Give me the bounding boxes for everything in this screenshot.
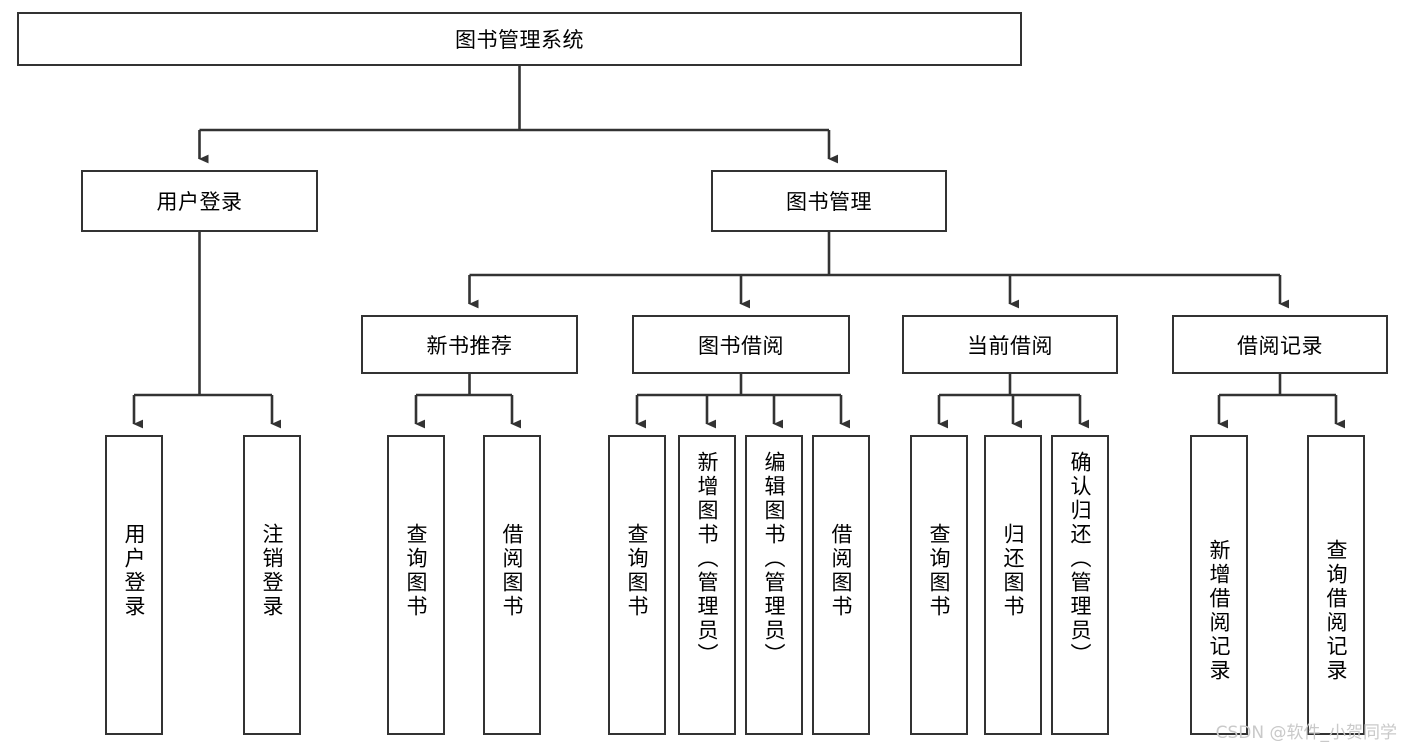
node-leaf-query-book-2[interactable]: 查询图书 <box>608 435 666 735</box>
node-label-leaf-add-record: 新增借阅记录 <box>1207 539 1232 683</box>
watermark-label: CSDN @软件_小贺同学 <box>1215 723 1397 743</box>
node-label-book-borrow: 图书借阅 <box>698 333 784 358</box>
node-leaf-query-book-1[interactable]: 查询图书 <box>387 435 445 735</box>
node-user-login[interactable]: 用户登录 <box>81 170 318 232</box>
node-label-leaf-edit-book: 编辑图书（管理员） <box>762 451 787 667</box>
node-label-borrow-record: 借阅记录 <box>1237 333 1323 358</box>
node-label-new-book-rec: 新书推荐 <box>426 333 513 358</box>
node-leaf-borrow-book-1[interactable]: 借阅图书 <box>483 435 541 735</box>
node-label-leaf-query-book-1: 查询图书 <box>404 523 429 619</box>
node-label-current-borrow: 当前借阅 <box>967 333 1053 358</box>
node-label-leaf-user-login: 用户登录 <box>122 523 147 619</box>
node-leaf-user-logout[interactable]: 注销登录 <box>243 435 301 735</box>
node-leaf-query-record[interactable]: 查询借阅记录 <box>1307 435 1365 735</box>
node-leaf-return-book[interactable]: 归还图书 <box>984 435 1042 735</box>
node-book-borrow[interactable]: 图书借阅 <box>632 315 850 374</box>
node-label-root: 图书管理系统 <box>455 28 584 52</box>
node-label-book-manage: 图书管理 <box>786 190 872 214</box>
node-leaf-query-book-3[interactable]: 查询图书 <box>910 435 968 735</box>
node-leaf-confirm-return[interactable]: 确认归还（管理员） <box>1051 435 1109 735</box>
node-label-leaf-add-book: 新增图书（管理员） <box>695 451 720 667</box>
node-borrow-record[interactable]: 借阅记录 <box>1172 315 1388 374</box>
node-root[interactable]: 图书管理系统 <box>17 12 1022 66</box>
node-leaf-add-book[interactable]: 新增图书（管理员） <box>678 435 736 735</box>
node-new-book-rec[interactable]: 新书推荐 <box>361 315 578 374</box>
node-label-leaf-return-book: 归还图书 <box>1001 523 1026 619</box>
node-label-leaf-confirm-return: 确认归还（管理员） <box>1068 451 1093 667</box>
node-book-manage[interactable]: 图书管理 <box>711 170 947 232</box>
node-leaf-borrow-book-2[interactable]: 借阅图书 <box>812 435 870 735</box>
node-label-user-login: 用户登录 <box>156 190 243 214</box>
node-current-borrow[interactable]: 当前借阅 <box>902 315 1118 374</box>
node-label-leaf-borrow-book-2: 借阅图书 <box>829 523 854 619</box>
node-label-leaf-borrow-book-1: 借阅图书 <box>500 523 525 619</box>
node-leaf-add-record[interactable]: 新增借阅记录 <box>1190 435 1248 735</box>
node-label-leaf-query-record: 查询借阅记录 <box>1324 539 1349 683</box>
node-leaf-edit-book[interactable]: 编辑图书（管理员） <box>745 435 803 735</box>
node-label-leaf-query-book-3: 查询图书 <box>927 523 952 619</box>
node-label-leaf-query-book-2: 查询图书 <box>625 523 650 619</box>
node-label-leaf-user-logout: 注销登录 <box>260 523 285 619</box>
node-leaf-user-login[interactable]: 用户登录 <box>105 435 163 735</box>
